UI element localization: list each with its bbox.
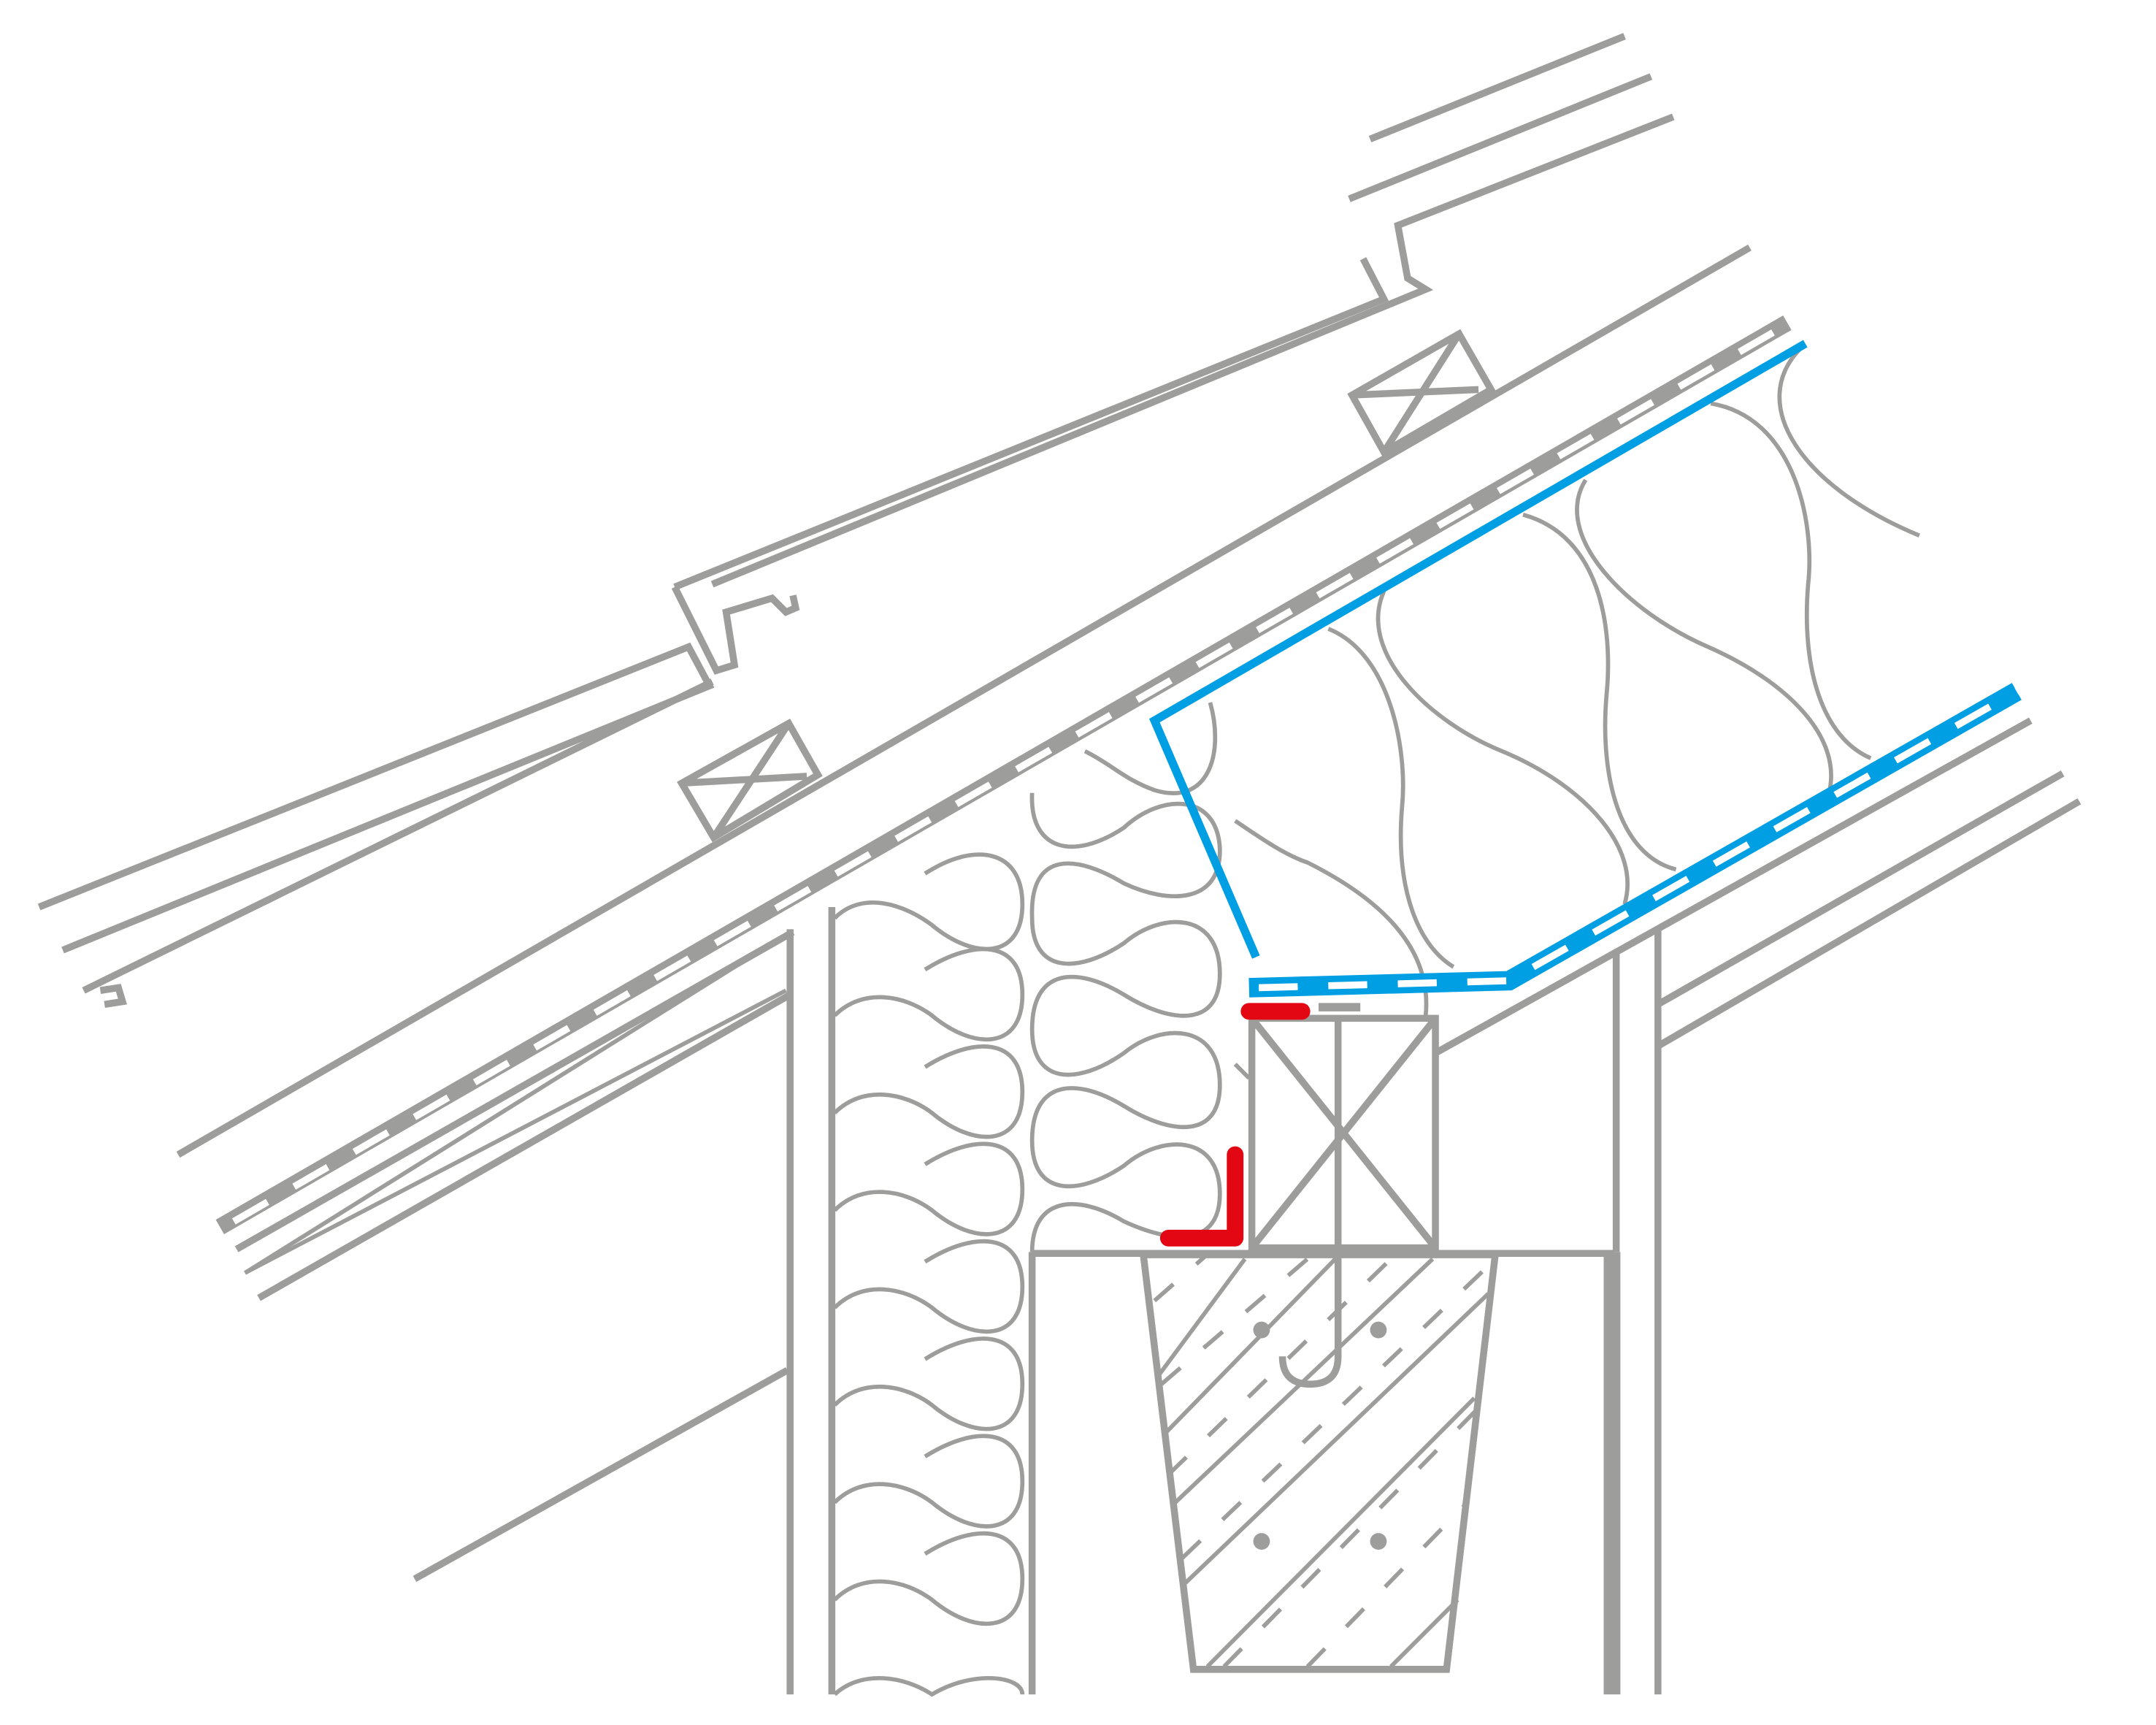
rafter-layers <box>176 244 2082 1583</box>
roof-tiles <box>37 33 1675 1009</box>
sarking-board <box>215 315 1792 1234</box>
tile-middle-body <box>671 585 800 675</box>
seal-strip-corner <box>1159 1146 1244 1247</box>
rafter-diagonal <box>244 988 787 1275</box>
walls <box>786 906 1662 1695</box>
ridge-beam <box>1139 1018 1500 1673</box>
beam-rebar <box>1253 1533 1270 1550</box>
tile-batten-line <box>710 721 792 840</box>
beam-rebar <box>1370 1533 1387 1550</box>
beam-rebar <box>1370 1321 1387 1339</box>
sarking-board-joints <box>231 325 1782 1225</box>
tile-batten-line <box>1381 332 1462 454</box>
tile-upper-line <box>1348 73 1653 202</box>
membranes <box>1149 340 2022 998</box>
seals <box>1159 1003 1311 1247</box>
beam-outline <box>1139 1251 1500 1673</box>
purlin-cross <box>1248 1016 1438 1250</box>
insulation <box>833 346 1921 1697</box>
anchor-bolt <box>1278 1018 1342 1388</box>
tile-eave <box>99 984 128 1009</box>
rafter-top <box>234 929 795 1252</box>
insulation-wool-middle <box>1029 702 1222 1252</box>
vapour-membrane <box>1149 340 1808 959</box>
tile-hook <box>82 678 714 994</box>
beam-rebar <box>1253 1321 1270 1339</box>
counter-batten-top <box>176 244 1752 1158</box>
right-rafter-1 <box>1656 770 2065 1008</box>
tile-lower <box>673 257 1389 591</box>
insulation-wool-right <box>1233 346 1921 1080</box>
ceiling-line <box>413 1367 789 1583</box>
beam-hatch <box>1155 1257 1490 1669</box>
timber-purlin <box>1248 1003 1439 1252</box>
purlin-box <box>1248 1014 1439 1252</box>
airtight-membrane-dashes <box>1258 688 2019 992</box>
tile-batten-line <box>681 773 807 787</box>
tile-batten <box>677 719 823 843</box>
right-rafter-top <box>1433 717 2033 1057</box>
right-rafter-2 <box>1656 798 2082 1049</box>
tile-upper-top <box>1368 33 1626 142</box>
tile-upper-body <box>710 113 1675 588</box>
tile-batten-line <box>1351 386 1479 399</box>
tile-batten <box>1347 329 1496 457</box>
rafter-diagonal <box>243 933 787 1275</box>
insulation-wool-left <box>833 852 1025 1697</box>
rafter-bottom <box>257 991 792 1301</box>
tile-middle <box>37 642 715 954</box>
